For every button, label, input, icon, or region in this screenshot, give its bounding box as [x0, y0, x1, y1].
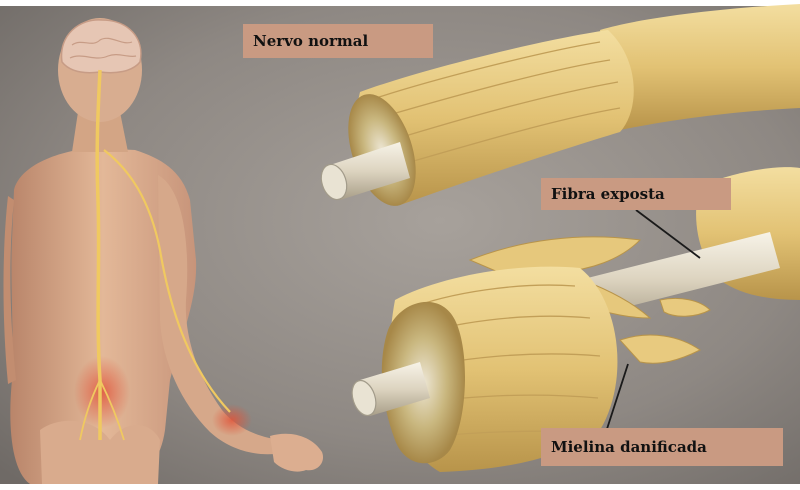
wrist-inflammation	[212, 404, 252, 436]
label-damaged-myelin: Mielina danificada	[541, 428, 783, 466]
bottom-border	[0, 484, 800, 490]
lumbar-inflammation	[74, 356, 130, 428]
label-normal-nerve: Nervo normal	[243, 24, 433, 58]
top-border	[0, 0, 800, 6]
label-exposed-fiber: Fibra exposta	[541, 178, 731, 210]
